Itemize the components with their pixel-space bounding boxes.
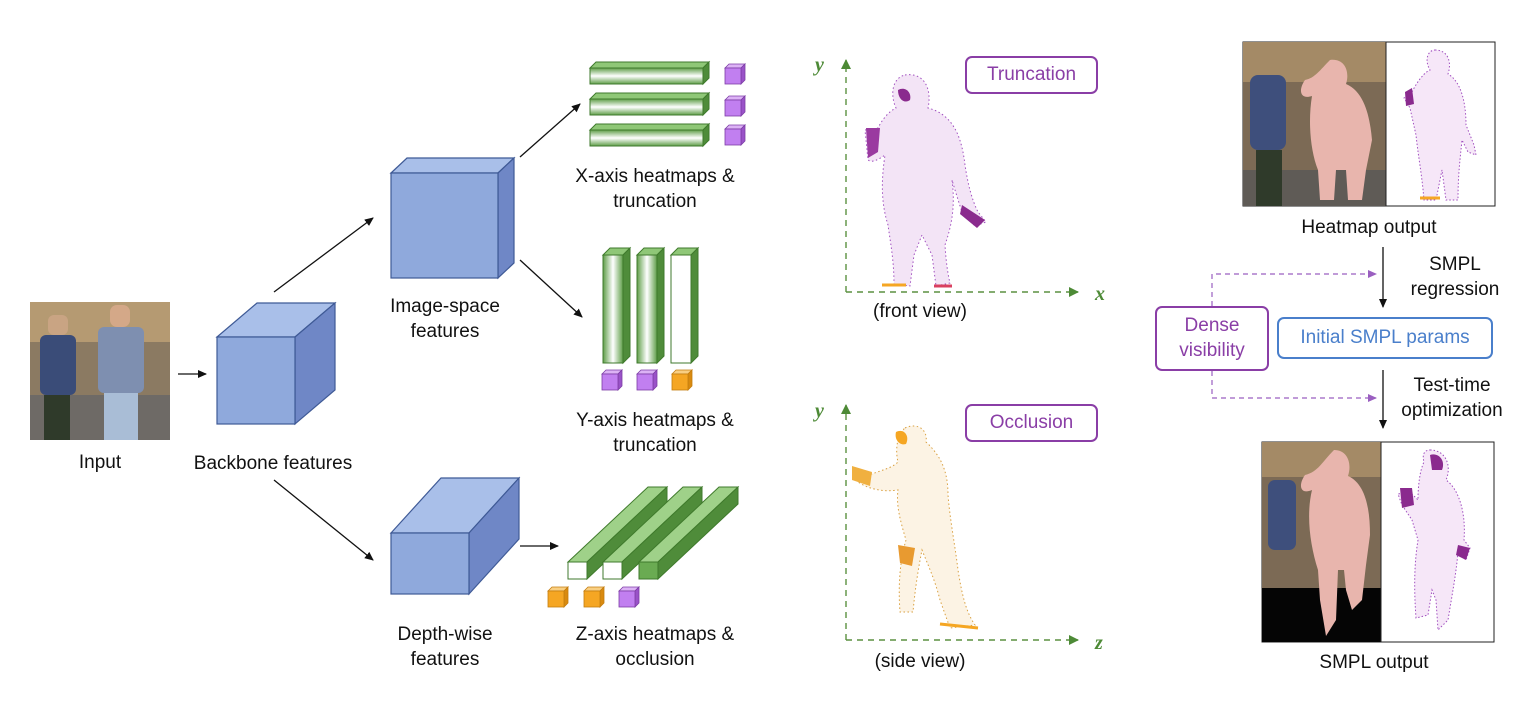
z-heatmaps-line-2: occlusion <box>615 649 695 670</box>
occlusion-badge: Occlusion <box>965 404 1098 442</box>
x-heatmaps-line-1: X-axis heatmaps & <box>575 166 735 187</box>
x-truncation-cubes <box>724 63 746 146</box>
y-truncation-cubes <box>601 369 693 391</box>
y-heatmap-bar-2 <box>635 246 666 365</box>
side-z-axis-letter: z <box>1095 632 1103 654</box>
truncation-cube <box>724 95 746 117</box>
truncation-cube <box>636 369 658 391</box>
truncation-cube <box>724 63 746 85</box>
occlusion-cube <box>547 586 569 608</box>
heatmap-output-image <box>1242 41 1496 207</box>
truncation-cube <box>671 369 693 391</box>
y-heatmap-bar-1 <box>601 246 632 365</box>
occlusion-cube <box>618 586 640 608</box>
x-heatmaps-label: X-axis heatmaps & truncation <box>545 164 765 214</box>
arrow-to-y-heatmaps <box>519 259 583 318</box>
z-heatmaps-line-1: Z-axis heatmaps & <box>575 624 735 645</box>
input-label: Input <box>78 452 122 473</box>
smpl-output-label: SMPL output <box>1319 652 1429 673</box>
y-heatmaps-line-2: truncation <box>613 435 697 456</box>
depth-wise-line-2: features <box>410 649 480 670</box>
input-photo <box>30 302 170 440</box>
occlusion-cube <box>583 586 605 608</box>
image-space-features-label: Image-space features <box>370 294 520 344</box>
arrow-backbone-to-image-space <box>273 217 374 293</box>
smpl-regression-line-1: SMPL <box>1429 254 1481 275</box>
smpl-regression-line-2: regression <box>1410 279 1500 300</box>
arrow-backbone-to-depth-wise <box>273 479 374 561</box>
side-view-axes <box>841 404 1079 645</box>
arrow-to-x-heatmaps <box>519 103 581 158</box>
dense-visibility-connectors <box>1211 270 1377 402</box>
depth-wise-line-1: Depth-wise <box>397 624 493 645</box>
initial-smpl-params-badge: Initial SMPL params <box>1277 317 1493 359</box>
side-y-axis-letter: y <box>815 400 824 422</box>
y-heatmaps-line-1: Y-axis heatmaps & <box>576 410 734 431</box>
z-heatmaps-label: Z-axis heatmaps & occlusion <box>545 622 765 672</box>
smpl-regression-label: SMPL regression <box>1400 252 1510 302</box>
dense-visibility-line-1: Dense <box>1184 315 1240 336</box>
x-heatmaps-line-2: truncation <box>613 191 697 212</box>
truncation-badge: Truncation <box>965 56 1098 94</box>
side-view-body-mesh <box>852 425 979 630</box>
depth-wise-features-label: Depth-wise features <box>370 622 520 672</box>
truncation-cube <box>601 369 623 391</box>
test-time-line-1: Test-time <box>1413 375 1491 396</box>
x-heatmap-bar-1 <box>588 60 711 86</box>
x-heatmap-bar-2 <box>588 91 711 117</box>
front-view-body-mesh <box>864 74 987 288</box>
backbone-features-label: Backbone features <box>193 453 353 474</box>
front-view-axes <box>841 59 1079 297</box>
image-space-line-1: Image-space <box>390 296 500 317</box>
test-time-optimization-label: Test-time optimization <box>1392 373 1512 423</box>
image-space-cube <box>389 156 516 280</box>
test-time-line-2: optimization <box>1401 400 1503 421</box>
dense-visibility-line-2: visibility <box>1179 340 1245 361</box>
truncation-cube <box>724 124 746 146</box>
side-view-label: (side view) <box>874 651 966 672</box>
dense-visibility-badge: Dense visibility <box>1155 306 1269 371</box>
y-axis-heatmap-bars <box>601 246 700 365</box>
front-x-axis-letter: x <box>1095 283 1105 305</box>
z-occlusion-cubes <box>547 586 640 608</box>
image-space-line-2: features <box>410 321 480 342</box>
x-axis-heatmap-bars <box>588 60 711 148</box>
heatmap-output-label: Heatmap output <box>1301 217 1437 238</box>
depth-wise-cuboid <box>389 476 521 596</box>
y-heatmaps-label: Y-axis heatmaps & truncation <box>545 408 765 458</box>
front-y-axis-letter: y <box>815 54 824 76</box>
z-heatmap-bar-3 <box>637 485 740 581</box>
z-axis-heatmap-bars <box>566 485 740 581</box>
front-view-label: (front view) <box>873 301 967 322</box>
y-heatmap-bar-3 <box>669 246 700 365</box>
smpl-output-image <box>1261 441 1495 643</box>
x-heatmap-bar-3 <box>588 122 711 148</box>
backbone-cube <box>215 301 337 426</box>
